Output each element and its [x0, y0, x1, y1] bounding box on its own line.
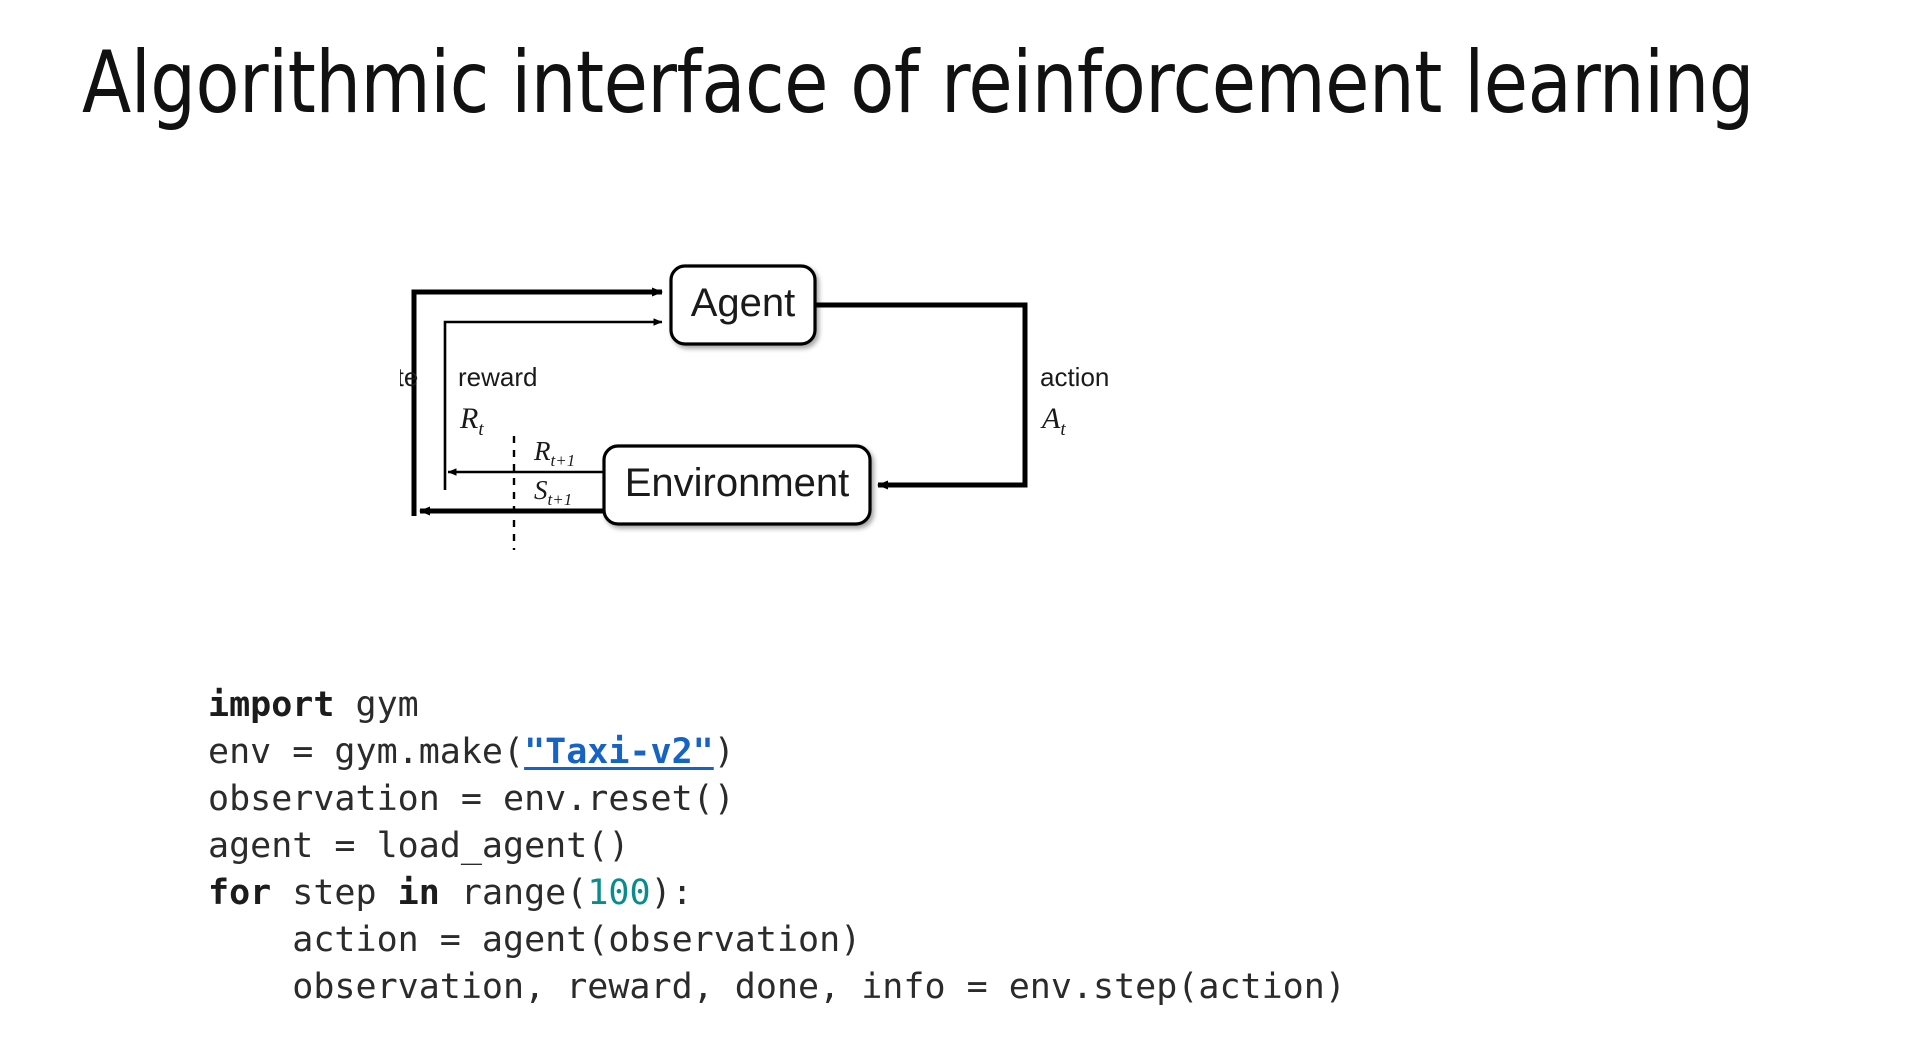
code-keyword: in — [397, 873, 440, 913]
agent-node: Agent — [669, 264, 817, 346]
rl-loop-diagram: Agent Environment state St — [400, 258, 1180, 558]
agent-node-label: Agent — [691, 281, 796, 325]
page-title: Algorithmic interface of reinforcement l… — [82, 33, 1754, 133]
code-text: agent = load_agent() — [208, 826, 630, 866]
code-line: import gym — [208, 682, 1346, 729]
code-hyperlink-taxi-v2[interactable]: "Taxi-v2" — [524, 732, 714, 772]
edge-state — [411, 287, 663, 516]
code-line: action = agent(observation) — [208, 917, 1346, 964]
edge-label-action-word: action — [1040, 362, 1109, 392]
code-line: observation = env.reset() — [208, 776, 1346, 823]
environment-node: Environment — [602, 444, 872, 526]
code-text: ) — [713, 732, 735, 772]
code-line: env = gym.make("Taxi-v2") — [208, 729, 1346, 776]
edge-reward — [443, 318, 663, 490]
code-keyword: import — [208, 685, 335, 725]
code-line: agent = load_agent() — [208, 823, 1346, 870]
environment-node-label: Environment — [625, 461, 850, 505]
code-text: observation = env.reset() — [208, 779, 735, 819]
code-text: ): — [650, 873, 693, 913]
edge-label-next-state: St+1 — [534, 475, 572, 509]
code-text: gym — [334, 685, 419, 725]
edge-action — [815, 302, 1028, 490]
code-text: range( — [439, 873, 588, 913]
edge-label-next-reward: Rt+1 — [533, 436, 575, 470]
edge-label-state-word: state — [400, 362, 418, 392]
code-number-literal: 100 — [587, 873, 651, 913]
code-line: observation, reward, done, info = env.st… — [208, 964, 1346, 1011]
code-text: observation, reward, done, info = env.st… — [208, 967, 1346, 1007]
edge-label-reward-word: reward — [458, 362, 537, 392]
code-keyword: for — [208, 873, 272, 913]
code-line: for step in range(100): — [208, 870, 1346, 917]
code-text: step — [271, 873, 398, 913]
code-text: env = gym.make( — [208, 732, 525, 772]
code-text: action = agent(observation) — [208, 920, 862, 960]
edge-label-action-symbol: At — [1040, 402, 1066, 440]
edge-label-reward-symbol: Rt — [459, 402, 484, 440]
